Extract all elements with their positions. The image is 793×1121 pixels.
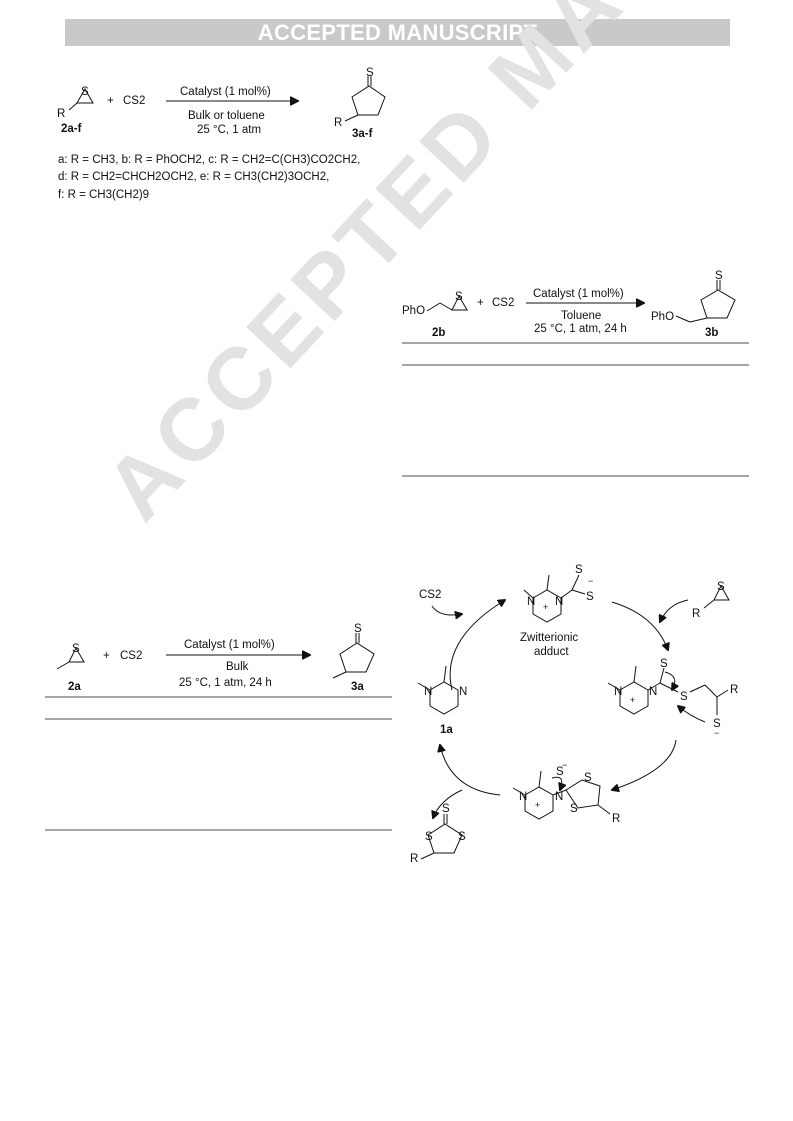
- cycle-arrow-spiro-to-catalyst: [440, 745, 501, 796]
- cs2-reagent: CS2: [120, 650, 142, 662]
- negative-charge: −: [588, 576, 593, 586]
- atom-s: S: [570, 803, 578, 815]
- substituent-legend-line-1: a: R = CH3, b: R = PhOCH2, c: R = CH2=C(…: [58, 154, 360, 166]
- thiirane-ring: [68, 646, 85, 663]
- negative-charge: −: [562, 760, 567, 770]
- dithiolane-ring: [700, 289, 736, 319]
- atom-s: S: [455, 291, 463, 303]
- catalyst-1a: N N: [417, 665, 467, 715]
- zwitterion-label-line-2: adduct: [534, 646, 569, 658]
- thiirane-ring: [76, 87, 94, 104]
- reactant-label-2a-f: 2a-f: [61, 123, 82, 135]
- thiirane-ring: [713, 584, 730, 601]
- r-label: R: [612, 813, 620, 825]
- cycle-arrow-opened-to-spiro: [612, 739, 677, 790]
- atom-s: S: [81, 86, 89, 98]
- r-label: R: [730, 684, 738, 696]
- atom-n: N: [649, 686, 657, 698]
- positive-charge: +: [535, 800, 540, 810]
- cs2-reagent: CS2: [492, 297, 514, 309]
- cs2-reagent: CS2: [419, 589, 441, 601]
- atom-n: N: [555, 791, 563, 803]
- thiirane-ring: [451, 294, 468, 311]
- product-label-3a-f: 3a-f: [352, 128, 373, 140]
- atom-s: S: [366, 67, 374, 79]
- atom-s: S: [584, 772, 592, 784]
- atom-s: S: [575, 564, 583, 576]
- phenoxy-group: PhO: [651, 311, 674, 323]
- r-label: R: [57, 108, 65, 120]
- conditions-catalyst: Catalyst (1 mol%): [533, 288, 624, 300]
- conditions-temperature: 25 °C, 1 atm, 24 h: [534, 323, 627, 335]
- ring-opened-intermediate: N N + S S R S −: [607, 658, 738, 738]
- product-label-3a: 3a: [351, 681, 364, 693]
- r-label: R: [334, 117, 342, 129]
- atom-n: N: [527, 596, 535, 608]
- atom-n: N: [459, 686, 467, 698]
- atom-n: N: [424, 686, 432, 698]
- positive-charge: +: [630, 695, 635, 705]
- conditions-solvent: Toluene: [561, 310, 601, 322]
- atom-s: S: [556, 766, 564, 778]
- atom-n: N: [614, 686, 622, 698]
- atom-s: S: [442, 803, 450, 815]
- conditions-temperature: 25 °C, 1 atm: [197, 124, 261, 136]
- product-label-3b: 3b: [705, 327, 718, 339]
- cycle-arrow-catalyst-to-adduct: [449, 600, 505, 691]
- plus-sign: +: [477, 297, 484, 309]
- atom-s: S: [586, 591, 594, 603]
- cs2-reagent: CS2: [123, 95, 145, 107]
- atom-s: S: [458, 831, 466, 843]
- conditions-solvent: Bulk or toluene: [188, 110, 265, 122]
- product-release-arrow: [433, 789, 463, 818]
- accepted-manuscript-banner: ACCEPTED MANUSCRIPT: [65, 19, 730, 46]
- atom-s: S: [680, 691, 688, 703]
- scheme-2: PhO S 2b + CS2 Catalyst (1 mol%) Toluene…: [402, 270, 736, 339]
- spiro-intermediate: N N + S − S S R: [512, 760, 620, 825]
- scheme-3: S 2a + CS2 Catalyst (1 mol%) Bulk 25 °C,…: [56, 623, 375, 693]
- reactant-label-2b: 2b: [432, 327, 445, 339]
- plus-sign: +: [107, 95, 114, 107]
- negative-charge: −: [714, 728, 719, 738]
- atom-n: N: [519, 791, 527, 803]
- zwitterionic-adduct: N N + S S −: [523, 564, 594, 623]
- positive-charge: +: [543, 602, 548, 612]
- conditions-temperature: 25 °C, 1 atm, 24 h: [179, 677, 272, 689]
- atom-s: S: [713, 718, 721, 730]
- dithiolane-ring: [339, 642, 375, 673]
- atom-s: S: [717, 581, 725, 593]
- cycle-arrow-adduct-to-opened: [611, 601, 668, 650]
- catalyst-label-1a: 1a: [440, 724, 453, 736]
- catalytic-cycle: CS2 N N + S S − Zwitterionic adduct S: [410, 564, 738, 865]
- reactant-label-2a: 2a: [68, 681, 81, 693]
- r-label: R: [410, 853, 418, 865]
- scheme-1: S R 2a-f + CS2 Catalyst (1 mol%) Bulk or…: [57, 67, 386, 140]
- conditions-catalyst: Catalyst (1 mol%): [180, 86, 271, 98]
- zwitterion-label-line-1: Zwitterionic: [520, 632, 578, 644]
- conditions-catalyst: Catalyst (1 mol%): [184, 639, 275, 651]
- dithiolane-ring: [351, 85, 386, 116]
- plus-sign: +: [103, 650, 110, 662]
- atom-s: S: [715, 270, 723, 282]
- released-dithiocarbonate: S S S R: [410, 803, 466, 865]
- phenoxy-group: PhO: [402, 305, 425, 317]
- atom-s: S: [425, 831, 433, 843]
- substituent-legend-line-3: f: R = CH3(CH2)9: [58, 189, 149, 201]
- atom-s: S: [354, 623, 362, 635]
- r-label: R: [692, 608, 700, 620]
- atom-s: S: [660, 658, 668, 670]
- atom-n: N: [555, 596, 563, 608]
- atom-s: S: [72, 643, 80, 655]
- conditions-solvent: Bulk: [226, 661, 249, 673]
- substituent-legend-line-2: d: R = CH2=CHCH2OCH2, e: R = CH3(CH2)3OC…: [58, 171, 329, 183]
